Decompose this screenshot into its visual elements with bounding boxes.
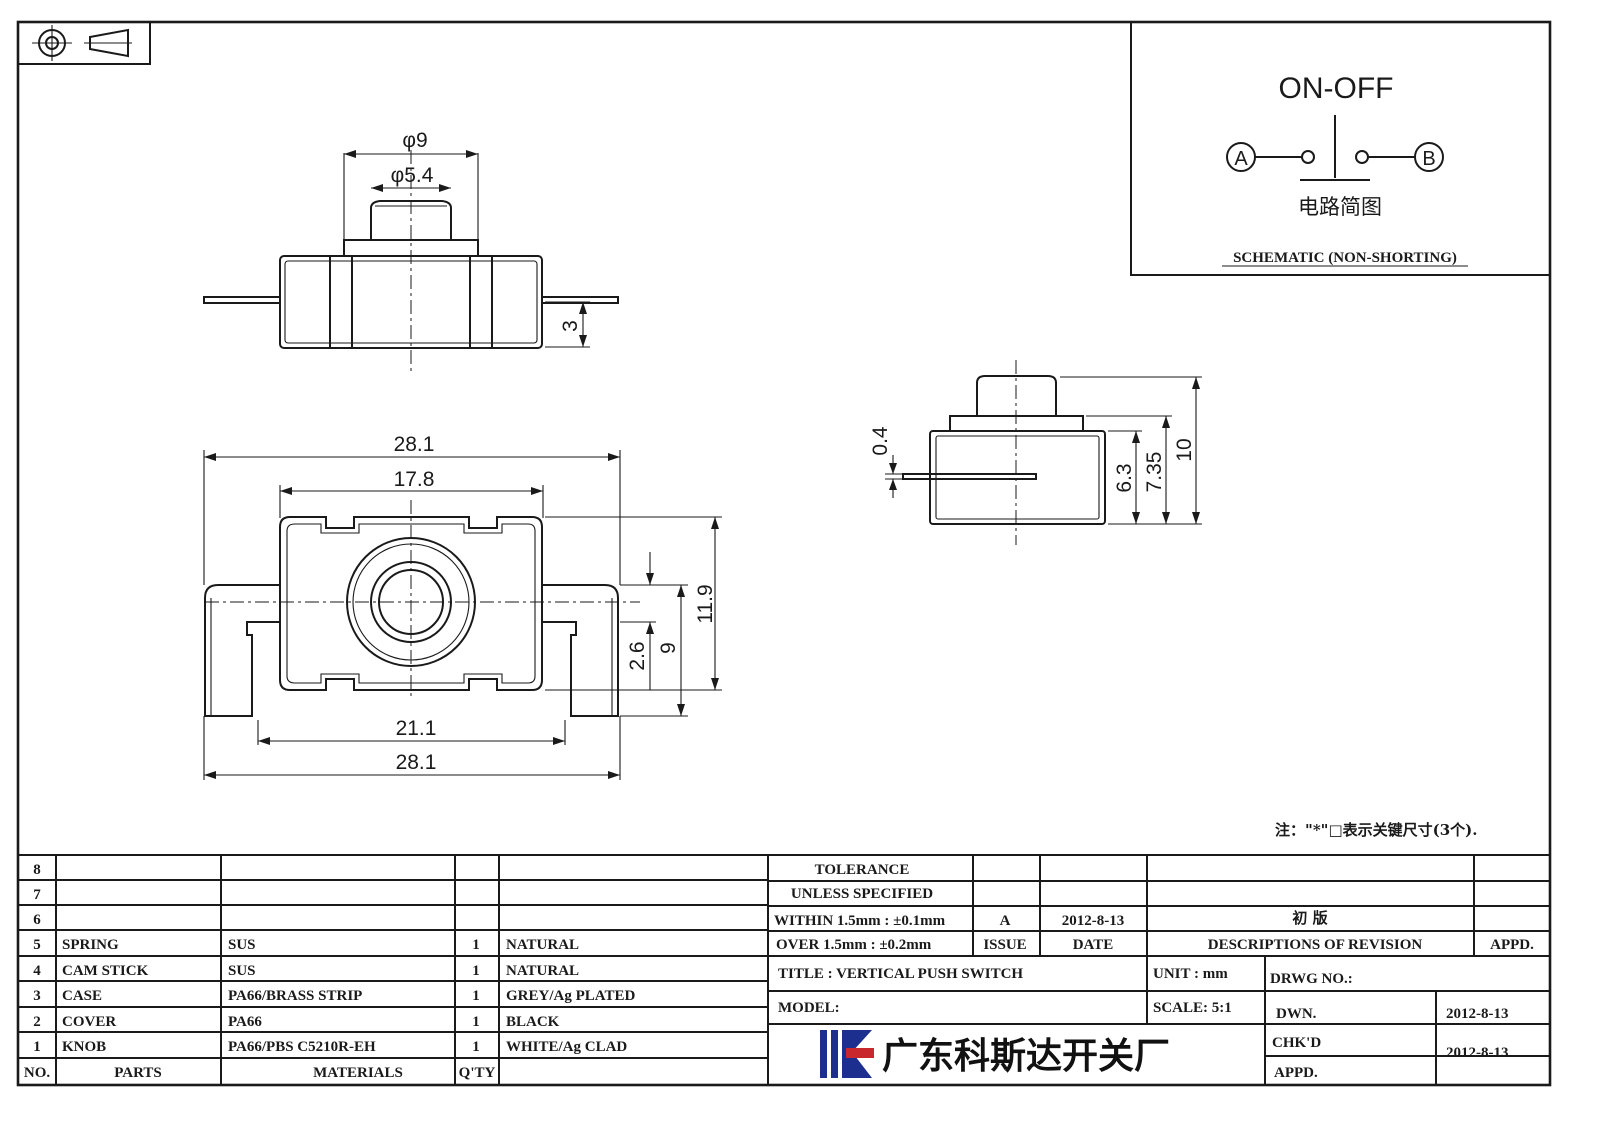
dim-side-735: 7.35 (1143, 452, 1166, 493)
part-row-part: COVER (62, 1014, 116, 1030)
header-materials: MATERIALS (313, 1065, 403, 1081)
dim-plan-119: 11.9 (694, 584, 717, 623)
header-qty: Q'TY (459, 1065, 496, 1081)
part-row-part: SPRING (62, 937, 119, 953)
model-label: MODEL: (778, 1000, 840, 1016)
checked-label: CHK'D (1272, 1035, 1321, 1051)
drawing-number-label: DRWG NO.: (1270, 971, 1353, 987)
part-row-finish: NATURAL (506, 963, 579, 979)
tolerance-line3: WITHIN 1.5mm : ±0.1mm (774, 913, 946, 929)
dim-side-04: 0.4 (869, 426, 892, 456)
projection-circle-icon (32, 25, 72, 61)
appd-label-revision: APPD. (1490, 937, 1534, 953)
dim-top-phi9: φ9 (402, 129, 427, 152)
part-row-qty: 1 (472, 1039, 480, 1055)
part-row-qty: 1 (472, 963, 480, 979)
dim-plan-9: 9 (657, 642, 680, 654)
part-row-no: 4 (33, 963, 41, 979)
part-row-no: 7 (33, 887, 41, 903)
part-row-no: 1 (33, 1039, 41, 1055)
key-dimension-note: 注："*"□表示关键尺寸(3个). (1275, 821, 1478, 839)
dim-plan-211: 21.1 (396, 717, 437, 740)
tolerance-line1: TOLERANCE (815, 862, 910, 878)
terminal-a-label: A (1234, 148, 1248, 170)
part-row-part: CAM STICK (62, 963, 149, 979)
part-row-material: PA66 (228, 1014, 262, 1030)
drawing-title: TITLE : VERTICAL PUSH SWITCH (778, 966, 1023, 982)
title-block: 8 7 6 5 SPRING SUS 1 NATURAL 4 CAM STICK… (17, 854, 1551, 1086)
part-row-no: 6 (33, 912, 41, 928)
plan-view: 28.1 17.8 11.9 9 (203, 433, 722, 780)
scale-label: SCALE: 5:1 (1153, 1000, 1232, 1016)
schematic-panel: ON-OFF A B 电路简图 SCHEMATIC (NON-SHORTING) (1130, 21, 1551, 276)
part-row-no: 3 (33, 988, 41, 1004)
terminal-b-circle (1414, 142, 1444, 172)
part-row-material: SUS (228, 963, 256, 979)
part-row-qty: 1 (472, 1014, 480, 1030)
schematic-caption-en: SCHEMATIC (NON-SHORTING) (1233, 250, 1457, 266)
part-row-material: PA66/BRASS STRIP (228, 988, 362, 1004)
drawn-label: DWN. (1276, 1006, 1317, 1022)
terminal-b-label: B (1422, 148, 1435, 170)
part-row-no: 5 (33, 937, 41, 953)
issue-label: ISSUE (983, 937, 1026, 953)
part-row-finish: WHITE/Ag CLAD (506, 1039, 627, 1055)
dim-plan-26: 2.6 (626, 641, 649, 670)
approved-label: APPD. (1274, 1065, 1318, 1081)
header-parts: PARTS (114, 1065, 162, 1081)
unit-label: UNIT : mm (1153, 966, 1228, 982)
part-row-no: 2 (33, 1014, 41, 1030)
revision-date: 2012-8-13 (1062, 913, 1125, 929)
dim-side-10: 10 (1173, 438, 1196, 461)
dim-top-3: 3 (559, 320, 582, 332)
company-logo-icon (820, 1030, 874, 1078)
drawn-date: 2012-8-13 (1446, 1006, 1509, 1022)
top-view: φ9 φ5.4 3 (203, 129, 619, 372)
company-name: 广东科斯达开关厂 (882, 1036, 1170, 1077)
tolerance-line4: OVER 1.5mm : ±0.2mm (776, 937, 932, 953)
schematic-caption-cn: 电路简图 (1298, 195, 1382, 219)
part-row-part: KNOB (62, 1039, 106, 1055)
projection-cone-icon (84, 28, 132, 58)
description-label: DESCRIPTIONS OF REVISION (1208, 937, 1423, 953)
dim-side-63: 6.3 (1113, 463, 1136, 492)
part-row-finish: GREY/Ag PLATED (506, 988, 635, 1004)
date-label: DATE (1073, 937, 1114, 953)
checked-date: 2012-8-13 (1446, 1045, 1509, 1061)
dim-top-phi54: φ5.4 (391, 164, 434, 187)
dim-plan-281-bottom: 28.1 (396, 751, 437, 774)
part-row-material: SUS (228, 937, 256, 953)
schematic-title: ON-OFF (1279, 72, 1394, 105)
part-row-qty: 1 (472, 988, 480, 1004)
part-row-finish: NATURAL (506, 937, 579, 953)
revision-description: 初 版 (1292, 909, 1327, 927)
part-row-no: 8 (33, 862, 41, 878)
projection-symbol (17, 21, 151, 65)
tolerance-line2: UNLESS SPECIFIED (791, 886, 933, 902)
dim-plan-281-top: 28.1 (394, 433, 435, 456)
revision-issue: A (1000, 913, 1011, 929)
header-no: NO. (24, 1065, 51, 1081)
side-view: 0.4 6.3 7.35 10 (869, 360, 1202, 545)
part-row-material: PA66/PBS C5210R-EH (228, 1039, 376, 1055)
part-row-qty: 1 (472, 937, 480, 953)
part-row-part: CASE (62, 988, 102, 1004)
dim-plan-178: 17.8 (394, 468, 435, 491)
part-row-finish: BLACK (506, 1014, 560, 1030)
